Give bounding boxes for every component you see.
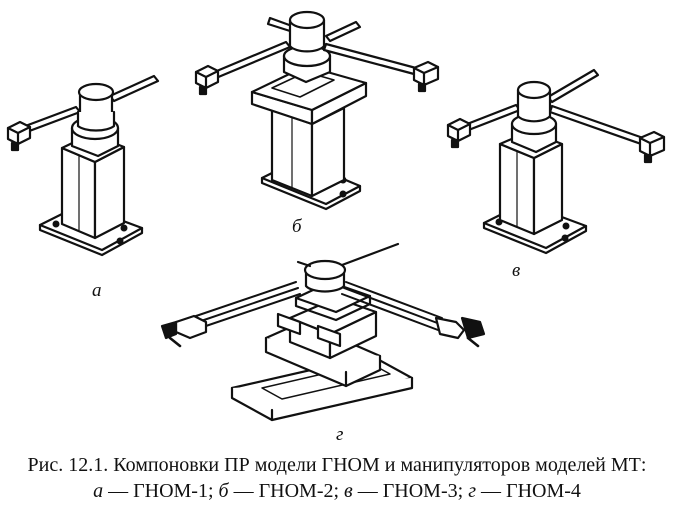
label-b: б	[292, 216, 303, 237]
caption-line-2: а — ГНОМ-1; б — ГНОМ-2; в — ГНОМ-3; г — …	[0, 478, 674, 504]
robot-gnom-2-drawing	[194, 10, 440, 211]
robot-gnom-3-drawing	[446, 68, 666, 255]
caption-item-a-text: — ГНОМ-1;	[103, 480, 219, 502]
robot-gnom-4-drawing	[160, 242, 486, 422]
label-v: в	[512, 260, 520, 281]
label-a: а	[92, 280, 102, 301]
caption-item-g-letter: г	[468, 480, 476, 502]
robot-gnom-1-drawing	[6, 74, 160, 257]
caption-item-g-text: — ГНОМ-4	[476, 480, 581, 502]
caption-item-v-letter: в	[344, 480, 353, 502]
label-g: г	[336, 424, 343, 445]
caption-item-v-text: — ГНОМ-3;	[352, 480, 469, 502]
caption-item-b-letter: б	[218, 480, 229, 502]
caption-item-b-text: — ГНОМ-2;	[228, 480, 345, 502]
figure-caption: Рис. 12.1. Компоновки ПР модели ГНОМ и м…	[0, 452, 674, 504]
caption-line-1: Рис. 12.1. Компоновки ПР модели ГНОМ и м…	[27, 454, 647, 476]
robot-layouts-figure: а б в г	[6, 10, 666, 445]
caption-item-a-letter: а	[93, 480, 104, 502]
